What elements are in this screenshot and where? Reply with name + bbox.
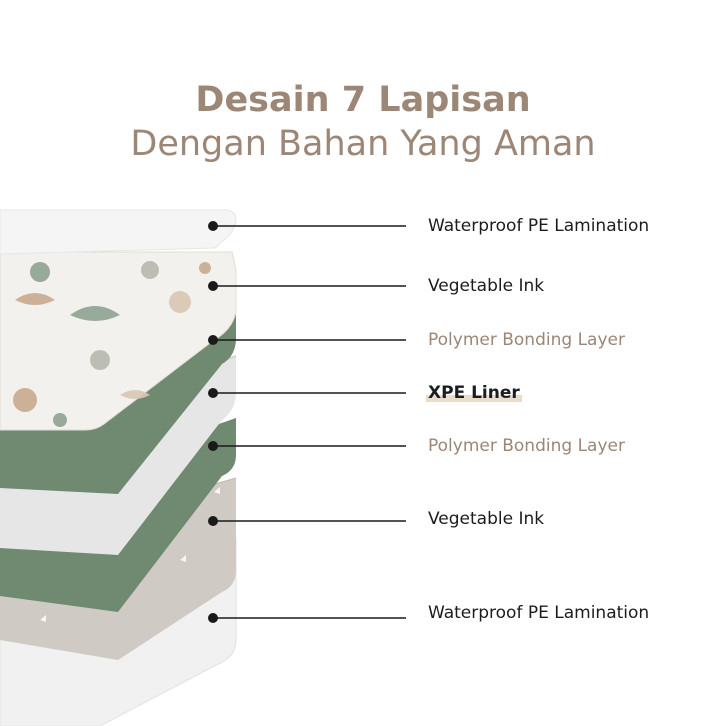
leader-dot-4 xyxy=(208,388,218,398)
leader-dot-1 xyxy=(208,221,218,231)
layer-label-4: XPE Liner xyxy=(426,383,522,403)
layer-1-shape xyxy=(0,209,237,255)
layer-label-3: Polymer Bonding Layer xyxy=(428,330,625,350)
layer-label-4-text: XPE Liner xyxy=(428,383,520,403)
leader-dot-6 xyxy=(208,516,218,526)
leader-dot-7 xyxy=(208,613,218,623)
layer-2-pattern xyxy=(13,261,211,427)
leader-dot-3 xyxy=(208,335,218,345)
leader-dot-2 xyxy=(208,281,218,291)
page-title: Desain 7 Lapisan xyxy=(195,80,531,120)
layer-label-7: Waterproof PE Lamination xyxy=(428,603,650,623)
leader-dot-5 xyxy=(208,441,218,451)
page-subtitle: Dengan Bahan Yang Aman xyxy=(130,124,596,164)
layer-label-6: Vegetable Ink xyxy=(428,509,545,529)
layer-label-5: Polymer Bonding Layer xyxy=(428,436,625,456)
layer-label-2: Vegetable Ink xyxy=(428,276,545,296)
layer-label-1: Waterproof PE Lamination xyxy=(428,216,650,236)
